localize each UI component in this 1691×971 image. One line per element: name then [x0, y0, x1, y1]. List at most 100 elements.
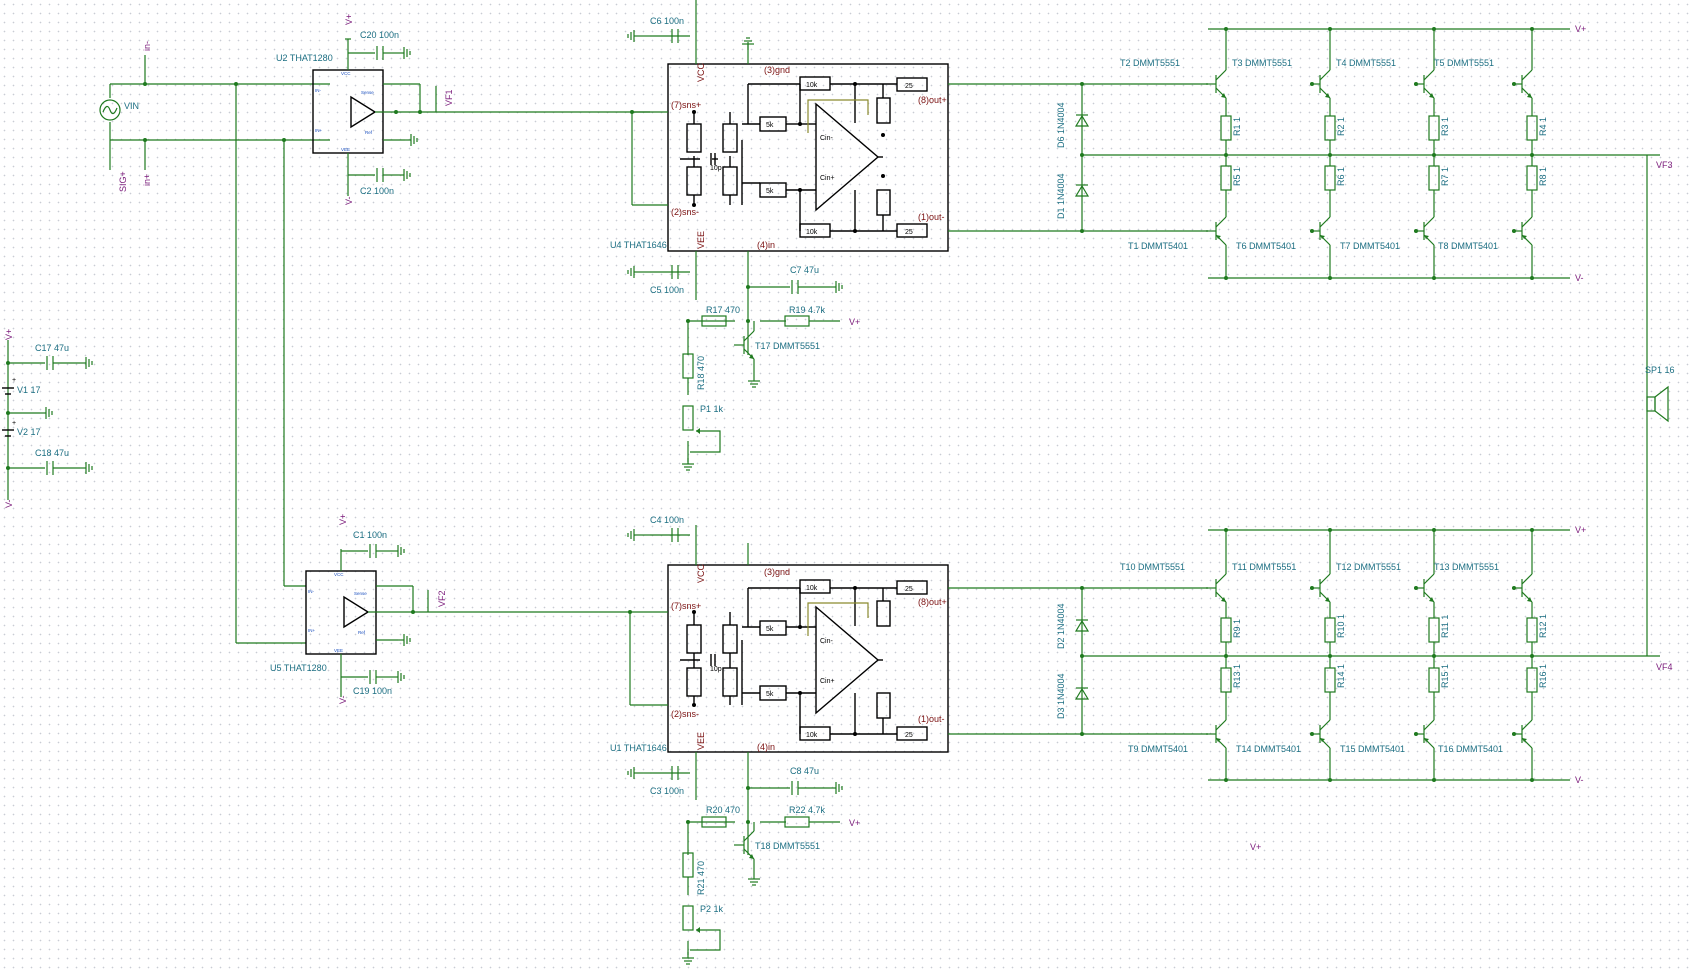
- u2-vee-pin: VEE: [341, 147, 350, 152]
- p2-label: P2 1k: [700, 904, 724, 914]
- u1-cin-minus: Cin-: [820, 638, 834, 645]
- u5-vee-pin: VEE: [334, 648, 343, 653]
- p1-label: P1 1k: [700, 404, 724, 414]
- u4-r25-a: 25: [905, 83, 913, 90]
- buffer-u2: [312, 38, 650, 196]
- u4-pin-sns-minus: (2)sns-: [671, 207, 699, 217]
- u4-c10p: 10p: [710, 165, 722, 172]
- u1-pin-vee: VEE: [696, 732, 706, 750]
- probe-vplus: V+: [1250, 842, 1261, 852]
- npn-label: T3 DMMT5551: [1232, 58, 1292, 68]
- npn-label: T10 DMMT5551: [1120, 562, 1185, 572]
- rail-vplus: V+: [1575, 24, 1586, 34]
- pnp-label: T7 DMMT5401: [1340, 241, 1400, 251]
- u2-inplus-pin: IN+: [315, 128, 323, 133]
- u5-inplus-pin: IN+: [308, 628, 316, 633]
- output-column: [1413, 27, 1440, 280]
- c6-label: C6 100n: [650, 16, 684, 26]
- input-stage: [99, 55, 330, 644]
- net-vf1: VF1: [444, 89, 454, 106]
- u5-ref-pin: Ref: [358, 630, 366, 635]
- u2-label: U2 THAT1280: [276, 53, 333, 63]
- bias-network-bottom: [681, 816, 840, 965]
- pnp-label: T9 DMMT5401: [1128, 744, 1188, 754]
- bias-network-top: [681, 315, 840, 471]
- pnp-label: T8 DMMT5401: [1438, 241, 1498, 251]
- v2-label: V2 17: [17, 427, 41, 437]
- u4-r10k-b: 10k: [806, 229, 818, 236]
- resistor-label: R3 1: [1440, 117, 1450, 136]
- c20-label: C20 100n: [360, 30, 399, 40]
- output-column: [1309, 27, 1336, 280]
- resistor-label: R9 1: [1232, 619, 1242, 638]
- c2-label: C2 100n: [360, 186, 394, 196]
- u2-sense-pin: Sense: [361, 90, 374, 95]
- r19-label: R19 4.7k: [789, 305, 826, 315]
- u4-cin-plus: Cin+: [820, 175, 835, 182]
- output-column: [1205, 528, 1232, 782]
- net-vf2: VF2: [437, 590, 447, 607]
- v1-plus: +: [12, 377, 16, 384]
- buffer-u5: [305, 543, 630, 697]
- r22-vplus: V+: [849, 818, 860, 828]
- c3-label: C3 100n: [650, 786, 684, 796]
- resistor-label: R6 1: [1336, 167, 1346, 186]
- resistor-label: R8 1: [1538, 167, 1548, 186]
- output-column: [1413, 528, 1440, 782]
- u1-pin-in: (4)in: [757, 742, 775, 752]
- resistor-label: R13 1: [1232, 664, 1242, 688]
- npn-label: T2 DMMT5551: [1120, 58, 1180, 68]
- u4-pin-in: (4)in: [757, 240, 775, 250]
- c17-label: C17 47u: [35, 343, 69, 353]
- rail-vminus: V-: [1575, 775, 1584, 785]
- d1-label: D1 1N4004: [1056, 173, 1066, 219]
- u4-pin-out-plus: (8)out+: [918, 95, 947, 105]
- resistor-label: R15 1: [1440, 664, 1450, 688]
- c8-label: C8 47u: [790, 766, 819, 776]
- ps-vminus: V-: [4, 499, 14, 508]
- c18-label: C18 47u: [35, 448, 69, 458]
- u5-label: U5 THAT1280: [270, 663, 327, 673]
- npn-label: T4 DMMT5551: [1336, 58, 1396, 68]
- output-column: [1511, 528, 1538, 782]
- net-vf4: VF4: [1656, 662, 1673, 672]
- speaker-sp1: [1640, 154, 1669, 657]
- rail-vplus: V+: [1575, 525, 1586, 535]
- net-in-plus: in+: [142, 174, 152, 186]
- pnp-label: T14 DMMT5401: [1236, 744, 1301, 754]
- c7-label: C7 47u: [790, 265, 819, 275]
- u1-r25-a: 25: [905, 586, 913, 593]
- resistor-label: R7 1: [1440, 167, 1450, 186]
- ps-vplus: V+: [4, 329, 14, 340]
- u1-pin-vcc: VCC: [696, 563, 706, 583]
- u4-pin-out-minus: (1)out-: [918, 212, 945, 222]
- pnp-label: T15 DMMT5401: [1340, 744, 1405, 754]
- u5-inminus-pin: IN-: [308, 589, 315, 594]
- u4-r5k-a: 5k: [766, 122, 774, 129]
- resistor-label: R5 1: [1232, 167, 1242, 186]
- npn-label: T11 DMMT5551: [1232, 562, 1296, 572]
- u2-vcc-pin: VCC: [341, 71, 351, 76]
- net-vf3: VF3: [1656, 160, 1673, 170]
- u1-r25-b: 25: [905, 732, 913, 739]
- u5-sense-pin: Sense: [354, 591, 367, 596]
- u1-cin-plus: Cin+: [820, 678, 835, 685]
- u4-cin-minus: Cin-: [820, 135, 834, 142]
- npn-label: T5 DMMT5551: [1434, 58, 1494, 68]
- u1-pin-sns-minus: (2)sns-: [671, 709, 699, 719]
- c5-label: C5 100n: [650, 285, 684, 295]
- power-supply: [2, 340, 93, 500]
- u5-vcc-pin: VCC: [334, 572, 344, 577]
- v1-label: V1 17: [17, 385, 41, 395]
- signal-source-icon: [99, 99, 121, 121]
- resistor-label: R12 1: [1538, 614, 1548, 638]
- u1-label: U1 THAT1646: [610, 743, 667, 753]
- u4-pin-gnd: (3)gnd: [764, 65, 790, 75]
- v2-plus: +: [12, 420, 16, 427]
- driver-u4: [627, 0, 1090, 355]
- u1-r5k-b: 5k: [766, 691, 774, 698]
- pnp-label: T1 DMMT5401: [1128, 241, 1188, 251]
- d3-label: D3 1N4004: [1056, 673, 1066, 719]
